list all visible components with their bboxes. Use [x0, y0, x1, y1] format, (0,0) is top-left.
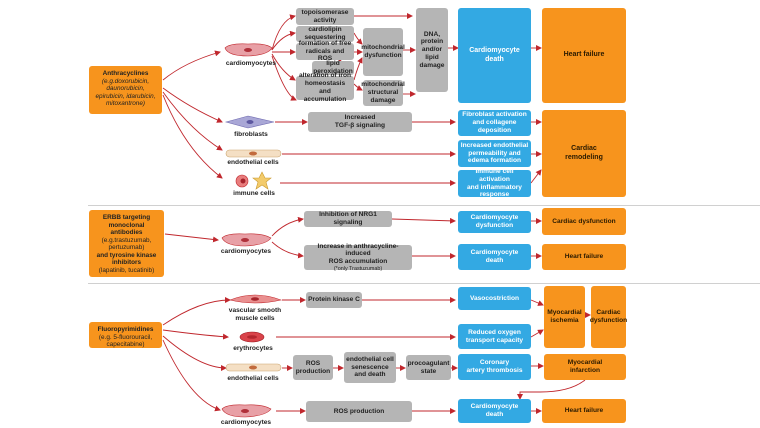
effect-vasoconstriction: Vasocostriction [458, 287, 531, 310]
mech-mito-dysfunction: mitochondrial dysfunction [361, 28, 405, 76]
mech-topoisomerase: topoisomerase activity [296, 8, 354, 25]
mech-ros-accumulation-text: Increase in anthracycline-induced ROS ac… [317, 242, 399, 266]
drug-name: ERBB targeting monoclonal antibodies [102, 214, 151, 237]
outcome-myocardial-infarction: Myocardial infarction [544, 354, 626, 380]
mech-ros-production: ROS production [293, 355, 333, 380]
cardiomyocyte-icon [224, 43, 273, 57]
mech-nrg1: Inhibition of NRG1 signaling [304, 211, 392, 227]
section-divider [88, 283, 760, 284]
outcome-cardiac-remodeling: Cardiac remodeling [542, 110, 626, 197]
arrow [271, 55, 297, 101]
mech-ros-accumulation: Increase in anthracycline-induced ROS ac… [304, 242, 412, 272]
arrow [271, 216, 304, 237]
erbb-box: ERBB targeting monoclonal antibodies (e.… [89, 210, 164, 277]
immune-cell-icon [235, 171, 272, 190]
cell-label-endothelial: endothelial cells [227, 375, 279, 382]
effect-immune-activation: Immune cell activation and inflammatory … [458, 168, 531, 198]
arrow [530, 329, 544, 338]
effect-coronary-thrombosis: Coronary artery thrombosis [458, 354, 531, 380]
cell-label-vsmc: vascular smooth muscle cells [228, 307, 282, 322]
drug-examples: (e.g.trastuzumab, pertuzumab) [101, 236, 152, 252]
arrow [162, 87, 223, 123]
arrow [271, 241, 304, 259]
endothelial-cell-icon [225, 149, 282, 158]
effect-cardiomyocyte-death: Cardiomyocyte death [458, 244, 531, 270]
arrow [530, 169, 542, 184]
arrow [391, 217, 456, 224]
arrow [162, 91, 223, 151]
mech-iron: alteration of iron homeostasis and accum… [296, 72, 354, 103]
mech-lipid-peroxidation: lipid peroxidation [312, 60, 354, 75]
fluoropyrimidines-box: Fluoropyrimidines (e.g. 5-fluorouracil, … [89, 322, 162, 348]
effect-cardiomyocyte-death: Cardiomyocyte death [458, 8, 531, 103]
mech-dna-damage: DNA, protein and/or lipid damage [416, 8, 448, 92]
fibroblast-icon [224, 115, 275, 129]
cell-label-cardiomyocytes: cardiomyocytes [220, 419, 272, 426]
arrow [271, 30, 296, 51]
cell-label-immune: immune cells [233, 190, 275, 197]
arrow [162, 297, 231, 326]
mech-endothelial-senescence: endothelial cell senescence and death [344, 352, 396, 383]
cardiomyocyte-icon [221, 233, 272, 247]
cell-label-fibroblasts: fibroblasts [234, 131, 268, 138]
arrow [353, 83, 363, 91]
effect-endothelial-permeability: Increased endothelial permeability and e… [458, 140, 531, 167]
smooth-muscle-cell-icon [229, 294, 283, 304]
outcome-heart-failure: Heart failure [542, 399, 626, 423]
mech-cardiolipin: cardiolipin sequestering [296, 26, 354, 42]
mech-tgf-beta: Increased TGF-β signaling [308, 112, 412, 132]
section-divider [88, 205, 760, 206]
arrow [517, 379, 586, 400]
outcome-heart-failure: Heart failure [542, 244, 626, 270]
mech-mito-structural: mitochondrial structural damage [361, 80, 405, 106]
arrow [271, 14, 296, 51]
arrow [271, 53, 296, 81]
arrow [162, 339, 221, 412]
drug-extra: and tyrosine kinase inhibitors [96, 251, 157, 267]
cell-label-erythrocytes: erythrocytes [233, 345, 273, 352]
effect-cardiomyocyte-dysfunction: Cardiomyocyte dysfunction [458, 211, 531, 233]
arrow [162, 335, 227, 371]
arrow [162, 94, 223, 179]
arrow [353, 57, 363, 81]
cell-label-endothelial: endothelial cells [227, 159, 279, 166]
effect-reduced-oxygen: Reduced oxygen transport capacity [458, 324, 531, 349]
arrow [530, 299, 544, 306]
mech-ros-accumulation-note: (*only Trastuzumab) [333, 265, 383, 272]
outcome-cardiac-dysfunction: Cardiac dysfunction [542, 208, 626, 235]
mech-ros-production: ROS production [306, 401, 412, 422]
cell-label-cardiomyocytes: cardiomyocytes [220, 248, 272, 255]
outcome-cardiac-dysfunction: Cardiac dysfunction [590, 286, 627, 348]
mech-free-radicals: formation of free radicals and ROS [296, 40, 354, 62]
cardiomyocyte-icon [221, 404, 272, 418]
drug-examples: (e.g.doxorubicin, daunorubicin, epirubic… [95, 77, 156, 108]
outcome-heart-failure: Heart failure [542, 8, 626, 103]
effect-fibroblast-activation: Fibroblast activation and collagene depo… [458, 110, 531, 136]
arrow [162, 329, 229, 340]
drug-examples: (e.g. 5-fluorouracil, capecitabine) [98, 333, 153, 349]
outcome-myocardial-ischemia: Myocardial ischemia [544, 286, 585, 348]
endothelial-cell-icon [225, 363, 282, 372]
drug-name: Fluoropyrimidines [97, 326, 154, 333]
arrow [164, 233, 219, 243]
arrow [353, 32, 363, 45]
drug-name: Anthracyclines [102, 70, 149, 77]
drug-extra-examples: (lapatinib, tucatinib) [98, 266, 155, 274]
mech-procoagulant: procoagulant state [406, 355, 451, 380]
cell-label-cardiomyocytes: cardiomyocytes [225, 60, 277, 67]
effect-cardiomyocyte-death: Cardiomyocyte death [458, 399, 531, 423]
mech-protein-kinase-c: Protein kinase C [306, 292, 362, 308]
arrow [162, 50, 221, 81]
anthracyclines-box: Anthracyclines (e.g.doxorubicin, daunoru… [89, 66, 162, 114]
erythrocyte-icon [239, 331, 265, 343]
